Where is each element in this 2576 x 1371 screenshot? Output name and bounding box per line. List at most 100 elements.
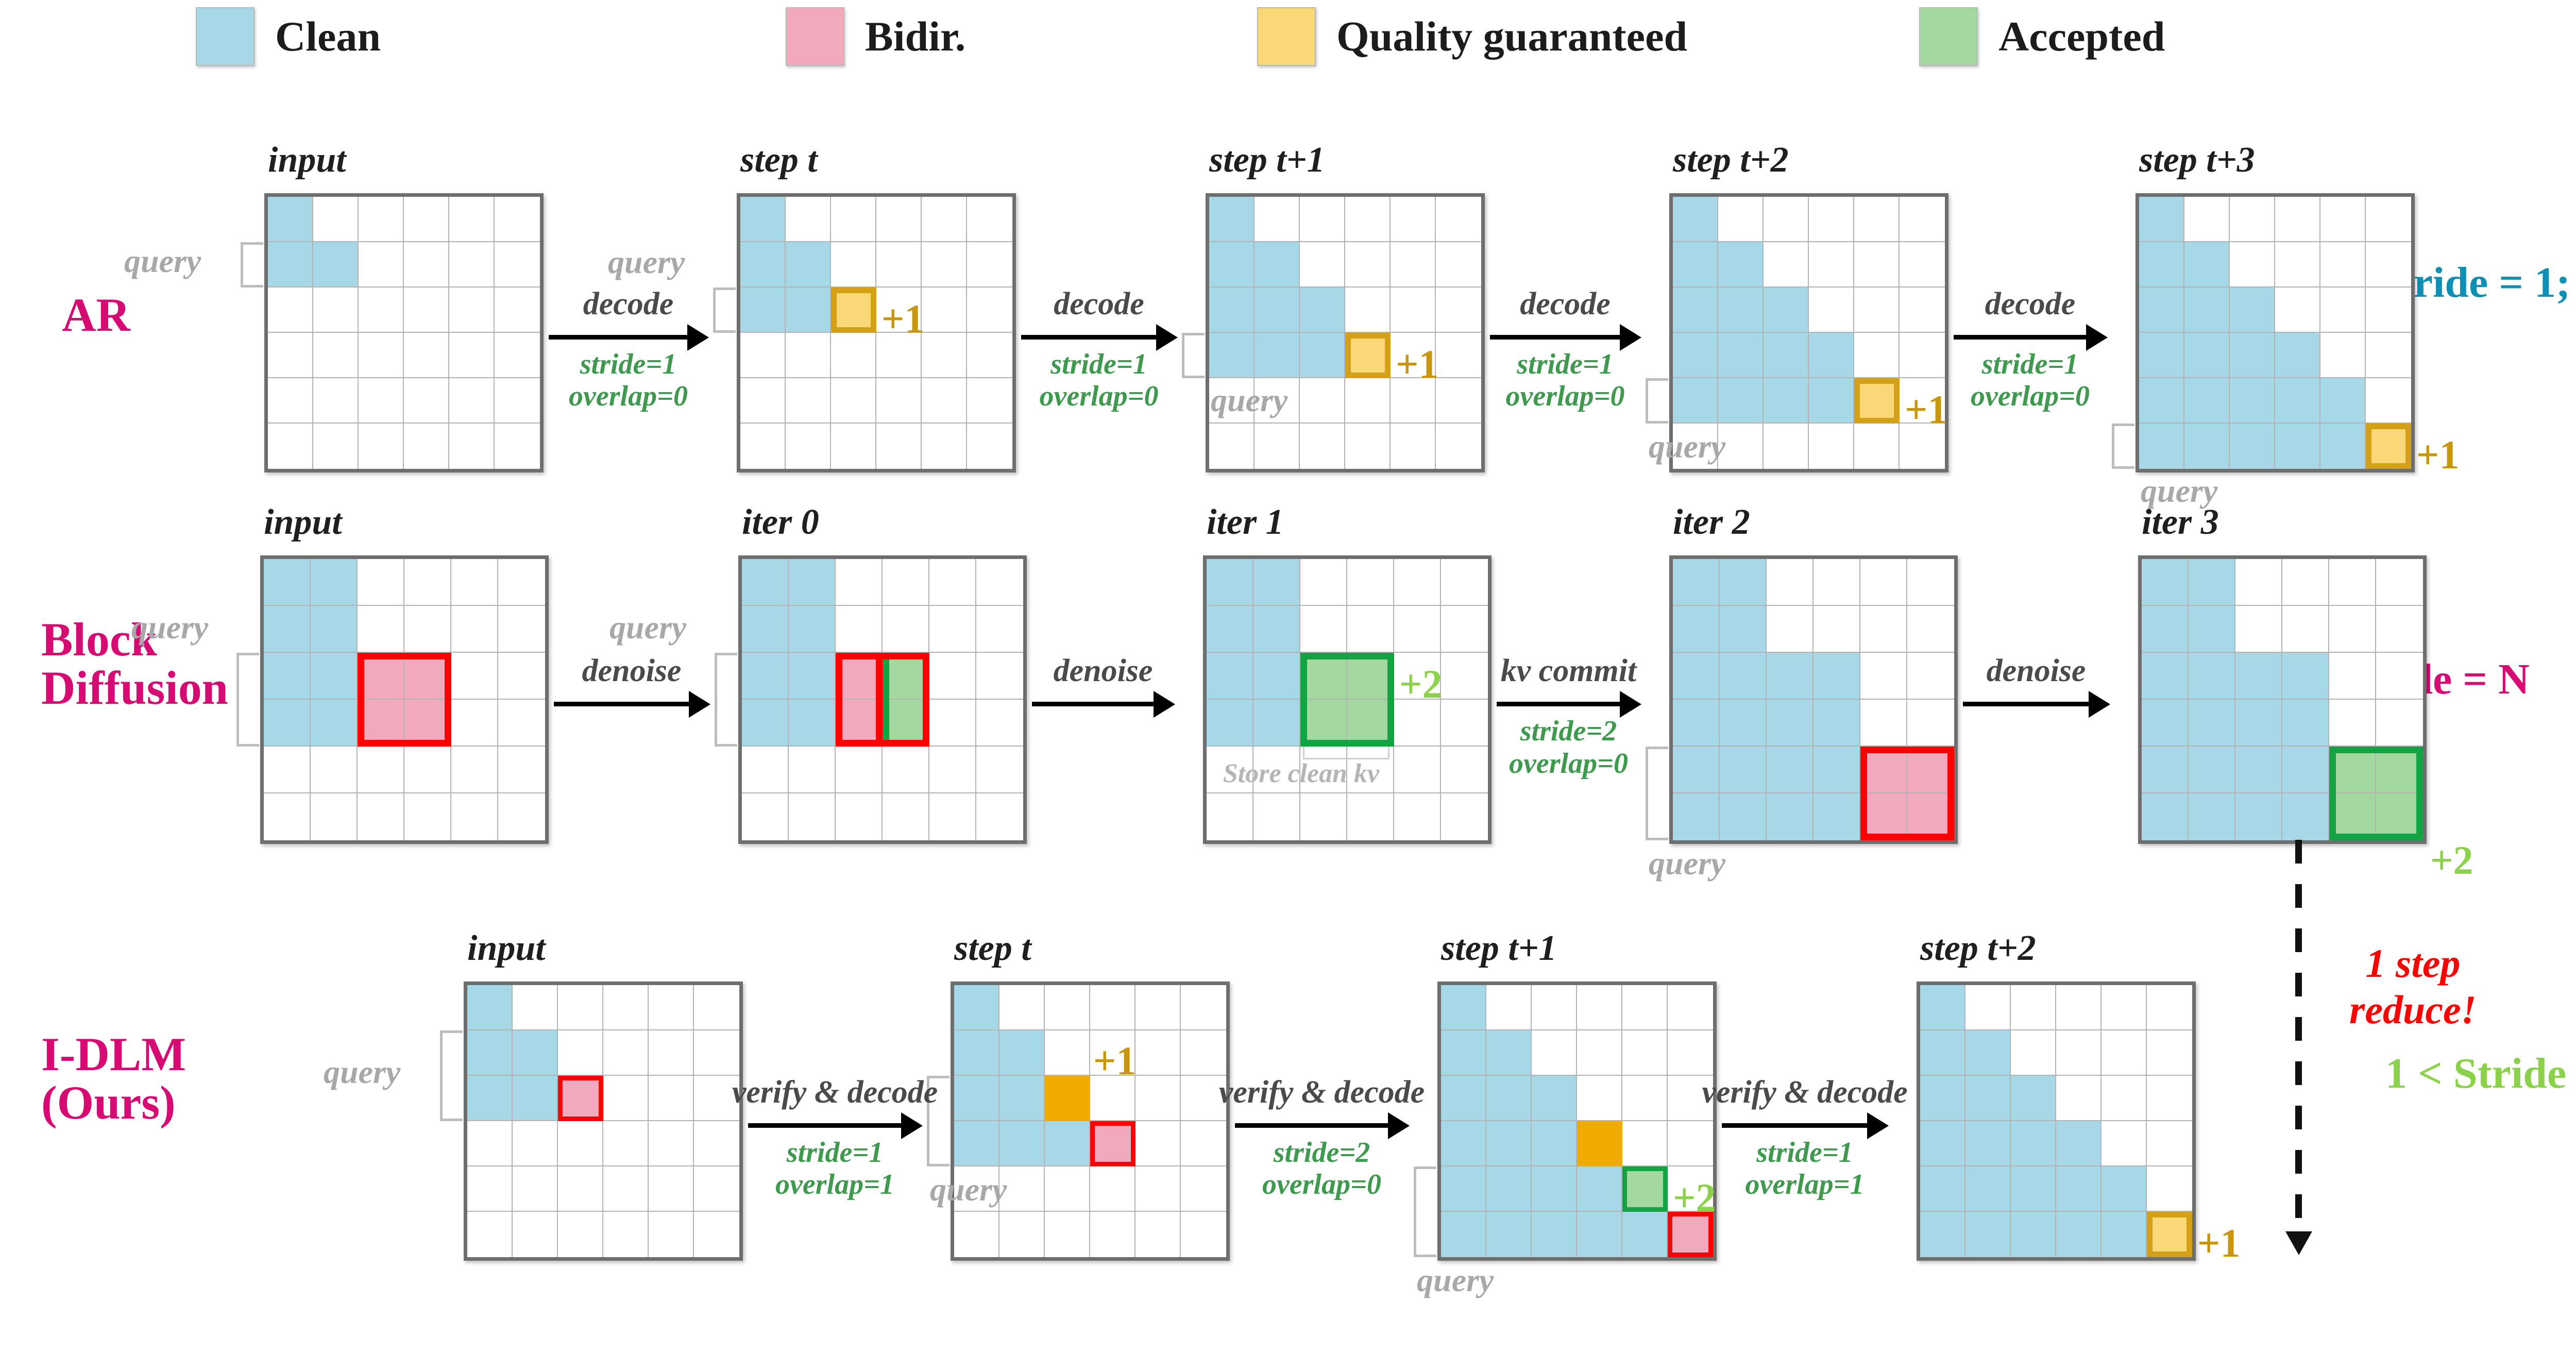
grid-cell xyxy=(742,747,789,793)
arrow-params-label: stride=1 overlap=0 xyxy=(1039,348,1159,413)
grid-cell xyxy=(1720,793,1767,840)
grid-cell xyxy=(694,1166,739,1212)
grid-cell xyxy=(1920,1121,1965,1166)
grid-cell xyxy=(2056,1212,2102,1257)
stage-title: step t+3 xyxy=(2139,140,2255,180)
grid-cell xyxy=(2329,606,2376,653)
grid-cell xyxy=(495,242,540,287)
grid-cell xyxy=(1673,559,1720,606)
grid-cell xyxy=(495,378,540,424)
legend-label: Quality guaranteed xyxy=(1336,13,1688,60)
row-label-ar: AR xyxy=(62,289,130,341)
grid-cell xyxy=(1809,424,1854,469)
grid-cell xyxy=(404,333,449,378)
grid-cell xyxy=(831,242,876,287)
grid-cell xyxy=(359,424,404,469)
grid-cell xyxy=(1394,793,1441,840)
grid-cell xyxy=(498,559,545,606)
grid-cell xyxy=(967,333,1012,378)
grid-cell xyxy=(603,1212,649,1257)
grid-cell xyxy=(359,287,404,333)
grid-cell xyxy=(313,378,359,424)
grid-cell xyxy=(1767,653,1814,700)
grid-cell xyxy=(2102,1076,2147,1121)
grid-cell xyxy=(498,700,545,747)
grid-cell xyxy=(1668,1076,1713,1121)
grid-cell xyxy=(1347,559,1394,606)
grid-cell xyxy=(2189,653,2235,700)
grid-cell xyxy=(359,378,404,424)
arrow-head-icon xyxy=(1388,1112,1410,1139)
grid-cell xyxy=(313,333,359,378)
grid-cell xyxy=(1394,653,1441,700)
grid-cell xyxy=(1209,333,1255,378)
grid-cell xyxy=(1720,559,1767,606)
grid-cell xyxy=(1668,1166,1713,1212)
stage-title: step t+2 xyxy=(1920,928,2036,968)
grid-cell xyxy=(2282,747,2329,793)
grid-cell xyxy=(451,653,498,700)
grid-cell xyxy=(1900,197,1945,242)
grid-cell xyxy=(2366,333,2411,378)
grid-cell xyxy=(2056,1030,2102,1076)
grid-cell xyxy=(1391,378,1436,424)
grid-cell xyxy=(2230,242,2275,287)
grid-cell xyxy=(967,287,1012,333)
grid-cell xyxy=(1860,700,1907,747)
grid-cell xyxy=(2329,700,2376,747)
grid-cell xyxy=(1209,378,1255,424)
grid-cell xyxy=(967,197,1012,242)
grid-cell xyxy=(2189,793,2235,840)
attention-grid xyxy=(2138,555,2427,844)
query-bracket xyxy=(1414,1166,1436,1257)
grid-cell xyxy=(404,559,451,606)
grid-cell xyxy=(404,287,449,333)
grid-cell xyxy=(2056,1076,2102,1121)
grid-cell xyxy=(2147,1212,2192,1257)
block-outline xyxy=(836,653,929,747)
grid-cell xyxy=(1486,1076,1532,1121)
arrow-params-label: stride=1 overlap=0 xyxy=(1971,348,2090,413)
reduce-note: 1 step reduce! xyxy=(2349,941,2477,1032)
arrow-head-icon xyxy=(901,1112,923,1139)
grid-cell xyxy=(1345,424,1391,469)
grid-cell xyxy=(1673,606,1720,653)
grid-cell xyxy=(495,424,540,469)
grid-cell xyxy=(836,700,883,747)
grid-cell xyxy=(495,287,540,333)
grid-cell xyxy=(451,747,498,793)
grid-cell xyxy=(1136,1076,1181,1121)
grid-cell xyxy=(1854,197,1900,242)
grid-cell xyxy=(1668,1030,1713,1076)
grid-cell xyxy=(1720,653,1767,700)
arrow-operation-label: decode xyxy=(583,286,674,321)
grid-cell xyxy=(1668,1121,1713,1166)
block-outline xyxy=(1668,1212,1713,1257)
grid-cell xyxy=(2366,197,2411,242)
grid-cell xyxy=(1920,985,1965,1030)
grid-cell xyxy=(883,653,929,700)
grid-cell xyxy=(967,424,1012,469)
grid-cell xyxy=(786,333,831,378)
grid-cell xyxy=(836,793,883,840)
grid-cell xyxy=(1300,653,1347,700)
grid-cell xyxy=(1207,793,1253,840)
grid-cell xyxy=(1907,606,1954,653)
grid-cell xyxy=(1814,559,1860,606)
grid-cell xyxy=(1207,700,1253,747)
grid-cell xyxy=(742,793,789,840)
stage-title: iter 0 xyxy=(742,502,819,542)
delta-badge: +2 xyxy=(2430,838,2473,883)
grid-cell xyxy=(1900,242,1945,287)
grid-cell xyxy=(1253,700,1300,747)
legend-item-clean: Clean xyxy=(196,7,381,66)
grid-cell xyxy=(1860,606,1907,653)
grid-cell xyxy=(449,378,495,424)
query-bracket xyxy=(715,653,737,747)
grid-cell xyxy=(2366,287,2411,333)
grid-cell xyxy=(495,333,540,378)
arrow-head-icon xyxy=(1867,1112,1889,1139)
delta-badge: +1 xyxy=(1093,1038,1137,1083)
grid-cell xyxy=(1718,333,1764,378)
